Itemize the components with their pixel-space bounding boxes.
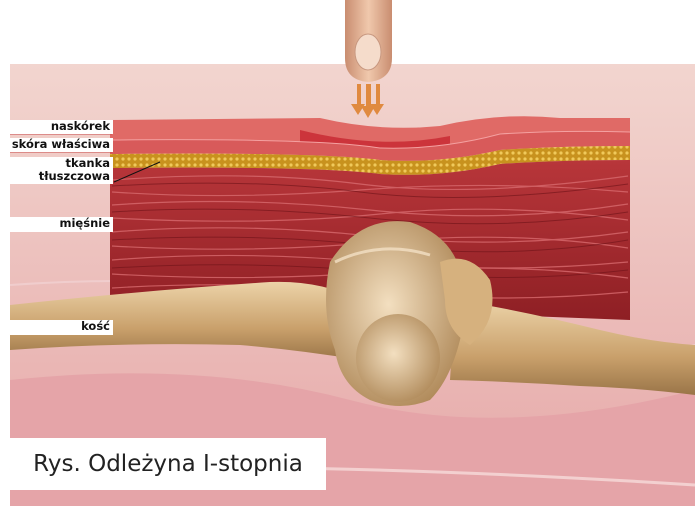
label-dermis: skóra właściwa [10,138,113,152]
label-bone: kość [10,320,113,335]
label-fat-tissue: tkanka tłuszczowa [10,157,113,184]
bone-head [356,314,440,402]
figure-caption: Rys. Odleżyna I-stopnia [10,438,326,490]
label-muscle: mięśnie [10,217,113,232]
fingernail [355,34,381,70]
label-fat-line2: tłuszczowa [10,170,110,183]
label-epidermis: naskórek [10,120,113,134]
